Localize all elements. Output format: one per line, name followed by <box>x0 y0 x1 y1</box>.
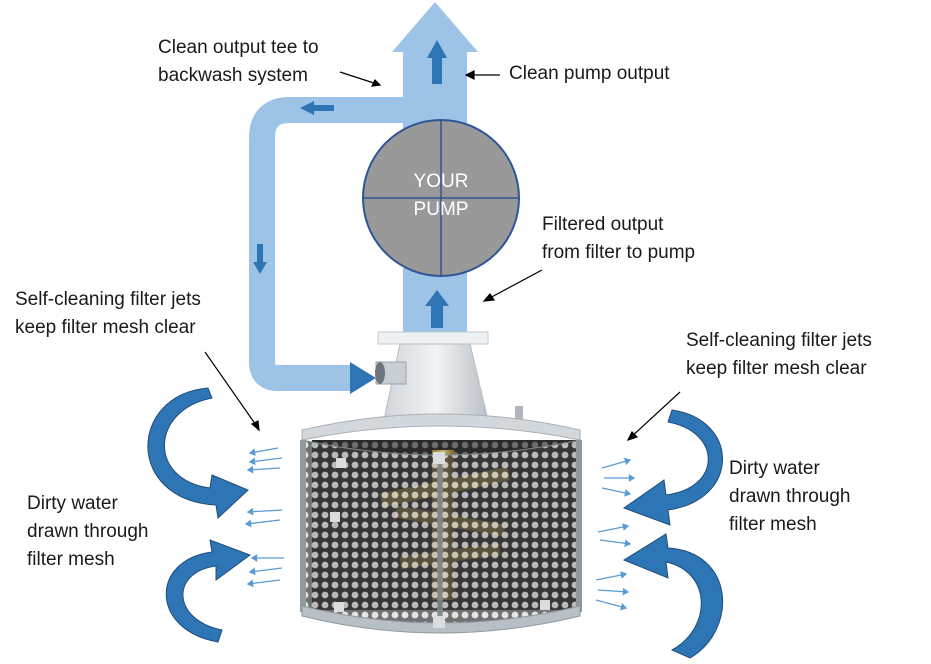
curved-arrow-left-top <box>147 387 249 520</box>
jet-arrow-left-7 <box>248 567 283 576</box>
label-dirty-right-line2: drawn through <box>729 486 851 507</box>
callout-arrow-clean-pump <box>464 70 500 80</box>
flow-arrow-down <box>253 244 267 274</box>
jet-arrows-right <box>595 457 636 611</box>
jet-arrow-left-8 <box>246 579 281 588</box>
jet-arrow-right-1 <box>601 457 632 469</box>
jet-arrow-right-8 <box>595 599 628 611</box>
jet-arrow-right-7 <box>597 587 630 596</box>
label-dirty-right: Dirty water drawn through filter mesh <box>729 455 850 539</box>
curved-arrow-right-top <box>622 409 723 526</box>
label-jets-right-line2: keep filter mesh clear <box>686 358 867 379</box>
label-clean-pump-output: Clean pump output <box>509 63 670 84</box>
jet-arrow-right-4 <box>597 523 630 533</box>
label-dirty-left-line2: drawn through <box>27 521 149 542</box>
jet-arrow-left-3 <box>246 465 281 474</box>
pump-label-line1: YOUR <box>413 171 469 192</box>
jet-arrow-left-4 <box>246 507 283 516</box>
jet-arrow-right-2 <box>604 474 636 482</box>
jet-arrow-right-3 <box>601 487 632 497</box>
label-dirty-right-line3: filter mesh <box>729 514 817 535</box>
callout-arrow-clean-tee <box>339 71 382 87</box>
callout-arrow-jets-left <box>204 351 260 432</box>
flow-arrow-left <box>300 101 334 115</box>
label-jets-left-line2: keep filter mesh clear <box>15 317 196 338</box>
jet-arrow-right-5 <box>599 539 632 548</box>
label-dirty-left-line1: Dirty water <box>27 493 118 514</box>
label-clean-tee: Clean output tee to backwash system <box>158 34 319 90</box>
label-filtered-output-line1: Filtered output <box>542 214 664 235</box>
pump-label-line2: PUMP <box>413 199 469 220</box>
label-filtered-output: Filtered output from filter to pump <box>542 211 695 267</box>
label-dirty-right-line1: Dirty water <box>729 458 820 479</box>
label-clean-tee-line2: backwash system <box>158 65 308 86</box>
curved-arrow-left-bottom <box>165 539 252 643</box>
jet-arrow-left-1 <box>248 447 279 456</box>
label-clean-tee-line1: Clean output tee to <box>158 37 319 58</box>
jet-arrow-left-2 <box>248 457 283 466</box>
jet-arrow-right-6 <box>595 571 628 581</box>
flow-arrow-up-bottom <box>425 290 449 328</box>
jet-arrow-left-6 <box>250 554 284 562</box>
filter-unit <box>300 331 582 634</box>
callout-arrow-jets-right <box>626 391 681 442</box>
label-dirty-left-line3: filter mesh <box>27 549 115 570</box>
flow-arrow-up-top <box>427 40 447 84</box>
label-jets-left-line1: Self-cleaning filter jets <box>15 289 201 310</box>
callout-arrow-filtered <box>482 269 543 302</box>
label-jets-right: Self-cleaning filter jets keep filter me… <box>686 327 872 383</box>
jet-arrow-left-5 <box>244 519 281 528</box>
curved-arrow-right-bottom <box>622 533 724 659</box>
pump-symbol <box>362 119 520 277</box>
label-jets-left: Self-cleaning filter jets keep filter me… <box>15 286 201 342</box>
label-dirty-left: Dirty water drawn through filter mesh <box>27 490 148 574</box>
jet-arrows-left <box>244 447 284 588</box>
label-jets-right-line1: Self-cleaning filter jets <box>686 330 872 351</box>
label-filtered-output-line2: from filter to pump <box>542 242 696 263</box>
pump-label: YOUR PUMP <box>381 168 501 224</box>
